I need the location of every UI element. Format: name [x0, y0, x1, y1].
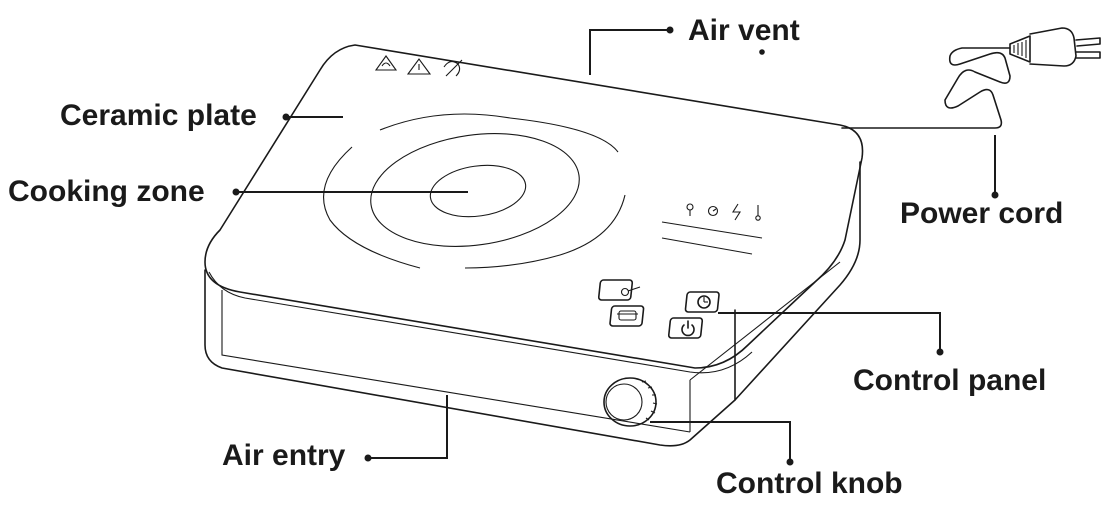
label-air-entry: Air entry — [222, 439, 346, 472]
air-vent-leader — [589, 29, 668, 75]
air-entry-leader — [370, 395, 448, 459]
no-children-icon — [443, 59, 463, 77]
warning-triangle-icon — [406, 58, 432, 75]
leader-lines — [232, 26, 999, 466]
outer-ring-left-arc — [323, 146, 421, 269]
label-ceramic-plate: Ceramic plate — [60, 99, 257, 132]
indicator-row — [686, 203, 761, 221]
knob-cap — [605, 383, 643, 421]
power-level-icon — [732, 203, 741, 221]
air-vent-dot — [759, 49, 765, 55]
label-cooking-zone: Cooking zone — [8, 175, 205, 208]
power-button[interactable] — [667, 317, 704, 339]
label-control-knob: Control knob — [716, 467, 903, 500]
cord-line — [841, 47, 1011, 129]
plug-icon — [1009, 27, 1101, 67]
knob-body — [603, 377, 657, 427]
temperature-icon — [755, 205, 761, 221]
power-button-icon — [681, 320, 695, 337]
control-panel-leader — [718, 312, 941, 350]
pot-function-button[interactable] — [609, 305, 645, 327]
timer-button-icon — [697, 295, 711, 309]
outer-ring-top-left-arc — [379, 113, 511, 131]
timer-icon — [707, 205, 719, 217]
lock-key-button-icon — [620, 286, 641, 297]
outer-ring-right-arc — [464, 194, 626, 269]
key-lock-icon — [686, 203, 694, 216]
warning-hot-surface-icon — [374, 55, 398, 71]
label-control-panel: Control panel — [853, 364, 1046, 397]
inner-ring — [429, 164, 527, 218]
label-power-cord: Power cord — [900, 197, 1063, 230]
front-housing — [204, 269, 736, 447]
power-cord — [841, 27, 1101, 129]
control-panel — [597, 279, 720, 339]
control-knob[interactable] — [603, 377, 658, 427]
middle-ring — [370, 133, 580, 247]
side-housing — [734, 161, 861, 401]
ceramic-plate — [204, 44, 864, 369]
pot-function-icon — [617, 310, 638, 321]
ceramic-plate-edge — [208, 271, 753, 374]
lock-key-button[interactable] — [597, 279, 641, 301]
cooking-zone — [323, 113, 626, 269]
control-knob-leader — [650, 421, 791, 460]
housing-seam — [221, 290, 691, 433]
outer-ring-top-arc — [509, 117, 619, 153]
label-air-vent: Air vent — [688, 14, 800, 47]
timer-button[interactable] — [684, 291, 720, 313]
knob-grip-ridges — [641, 380, 658, 421]
cooktop-body — [204, 161, 861, 447]
display-window-line-2 — [661, 237, 753, 255]
display-window-line-1 — [661, 221, 763, 239]
